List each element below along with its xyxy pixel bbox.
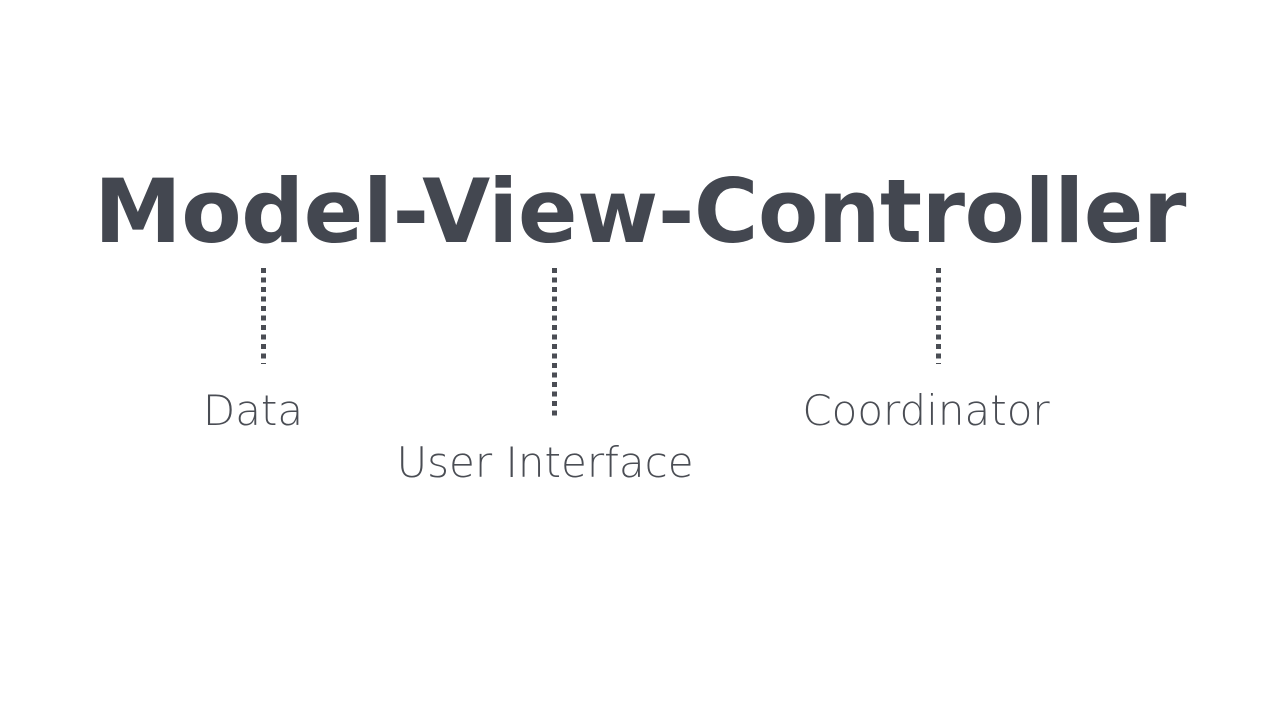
label-view: User Interface [396,438,694,487]
page-title: Model-View-Controller [94,160,1186,263]
connector-controller [936,268,941,364]
connector-view [552,268,557,416]
connector-model [261,268,266,364]
label-model: Data [202,386,304,435]
label-controller: Coordinator [802,386,1050,435]
